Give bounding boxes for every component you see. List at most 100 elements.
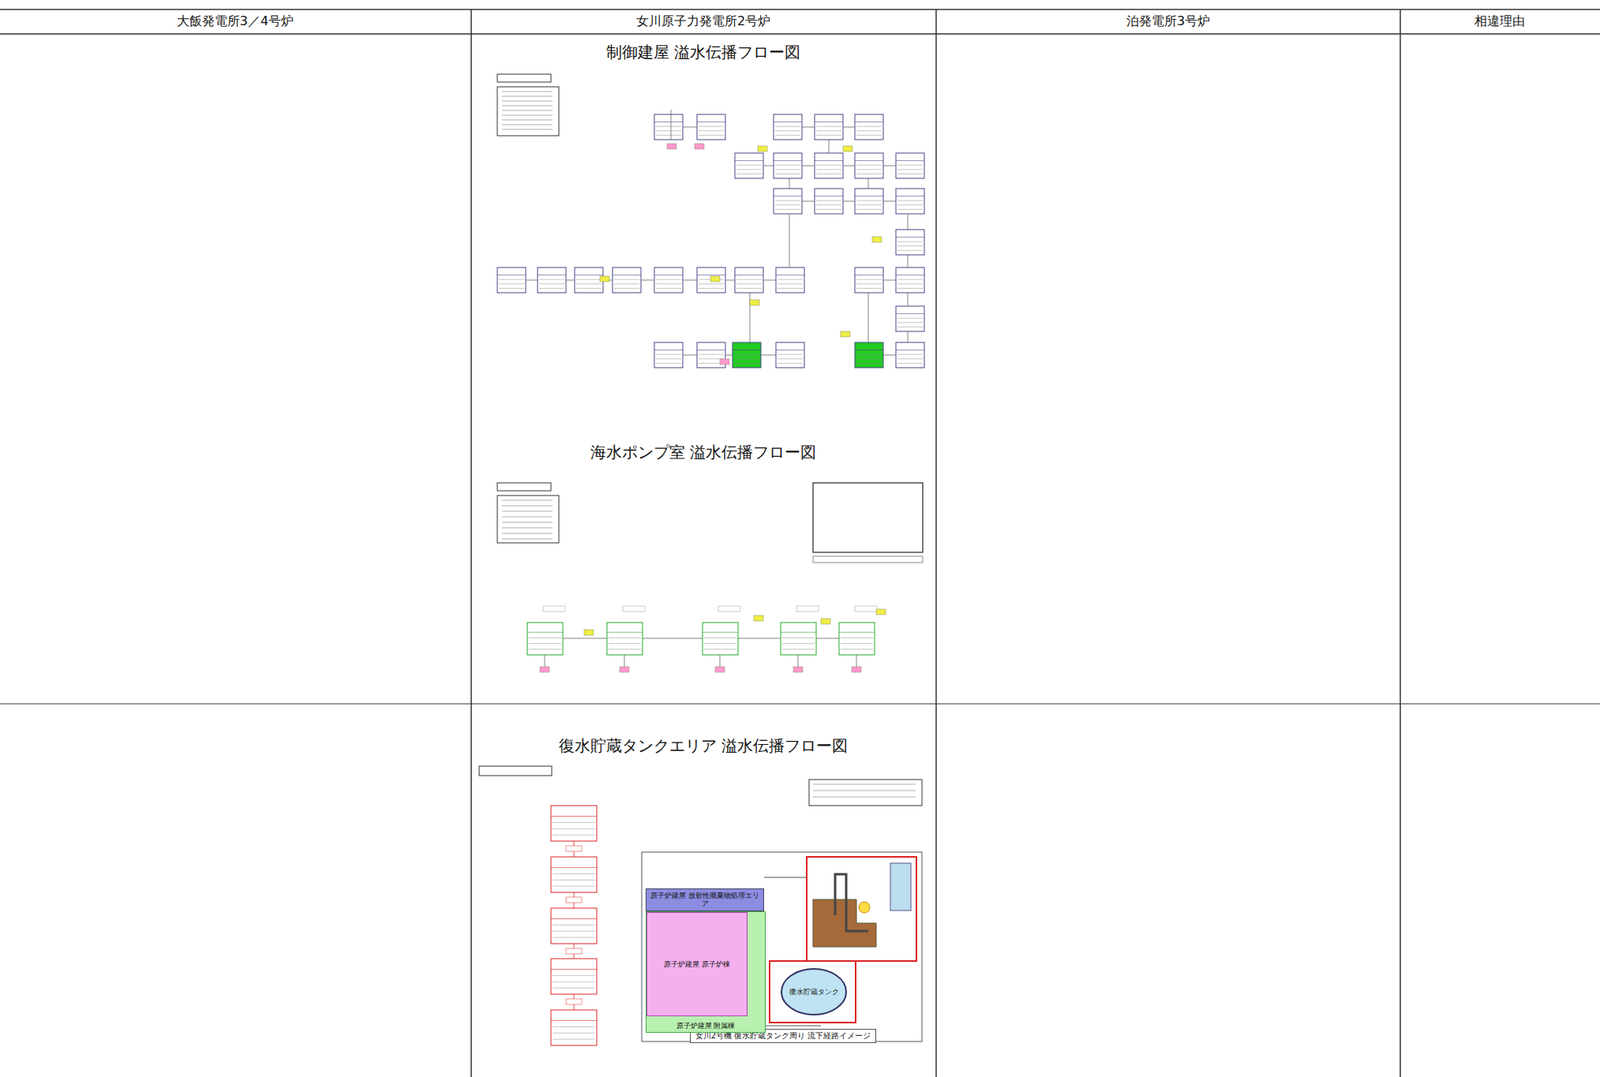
flow-stroke (798, 655, 799, 667)
flow-stroke (738, 638, 781, 640)
flow-box (854, 342, 884, 368)
flow-stroke (552, 988, 596, 990)
flow-stroke (502, 539, 553, 540)
flow-stroke (654, 121, 683, 123)
flow-tag (715, 666, 725, 673)
flow-box (734, 267, 764, 293)
flow-stroke (698, 283, 724, 285)
flow-stroke (897, 358, 923, 360)
flow-stroke (502, 119, 553, 121)
flow-stroke (698, 354, 724, 356)
legend-box (479, 74, 923, 806)
flow-box (839, 622, 875, 656)
flow-stroke (760, 355, 776, 356)
flow-stroke (856, 126, 882, 128)
flow-stroke (775, 349, 805, 351)
flow-box (612, 267, 641, 293)
flow-stroke (816, 209, 842, 210)
flow-stroke (775, 130, 801, 132)
flow-stroke (897, 288, 923, 289)
flow-stroke (608, 637, 641, 639)
flow-stroke (897, 354, 923, 356)
flow-stroke (702, 632, 739, 634)
flow-tag (793, 666, 803, 673)
flow-stroke (682, 355, 697, 356)
flow-stroke (552, 835, 596, 836)
tank-illustration (641, 852, 922, 1042)
flow-stroke (895, 236, 925, 238)
building-area: 原子炉建屋 原子炉棟 (646, 912, 748, 1017)
flow-stroke (736, 164, 762, 166)
flow-stroke (843, 165, 855, 167)
flow-stroke (574, 274, 604, 276)
flow-stroke (552, 1039, 596, 1041)
flow-tag (718, 606, 741, 612)
flow-stroke (897, 209, 923, 210)
flow-stroke (528, 637, 562, 639)
flow-stroke (502, 511, 553, 513)
flow-stroke (897, 250, 923, 252)
flow-tag (619, 666, 630, 673)
flow-stroke (814, 121, 844, 123)
building-area: 原子炉建屋 附属棟原子炉建屋 原子炉棟 (645, 911, 766, 1034)
flow-stroke (801, 201, 815, 203)
flow-stroke (682, 127, 697, 128)
flow-stroke (883, 280, 896, 282)
flow-stroke (640, 280, 655, 282)
flow-stroke (502, 105, 553, 107)
flow-stroke (552, 925, 596, 926)
flow-stroke (502, 115, 553, 117)
flow-stroke (544, 655, 546, 667)
flow-stroke (539, 288, 565, 289)
flow-stroke (502, 124, 553, 126)
flow-stroke (814, 160, 844, 162)
flow-tag (753, 615, 764, 622)
flow-stroke (552, 981, 596, 983)
flow-stroke (565, 280, 575, 282)
flow-stroke (897, 204, 923, 206)
flow-tag (820, 618, 831, 625)
flow-stroke (502, 522, 553, 524)
flow-stroke (856, 168, 882, 170)
flow-box (734, 153, 764, 179)
flow-stroke (550, 969, 597, 971)
flow-stroke (655, 130, 682, 132)
flow-stroke (856, 200, 882, 202)
flow-stroke (816, 130, 842, 132)
flow-stroke (698, 288, 724, 289)
flow-box (497, 267, 526, 293)
flow-stroke (655, 279, 682, 281)
flow-stroke (897, 168, 923, 170)
flow-stroke (789, 214, 791, 268)
flow-box (895, 306, 925, 332)
flow-stroke (895, 160, 925, 162)
area-label: 復水貯蔵タンク (786, 985, 843, 999)
flow-box (854, 188, 884, 214)
flow-stroke (642, 638, 703, 640)
flow-stroke (614, 288, 640, 289)
flow-stroke (655, 354, 682, 356)
flow-box (775, 267, 805, 293)
flow-stroke (655, 134, 682, 136)
flow-stroke (704, 637, 737, 639)
flow-stroke (816, 126, 842, 128)
flow-stroke (854, 195, 884, 197)
flow-stroke (895, 274, 925, 276)
flow-tag (796, 606, 819, 612)
flow-box (550, 1010, 597, 1046)
flow-stroke (773, 195, 802, 197)
flow-stroke (552, 886, 596, 888)
flow-stroke (539, 279, 565, 281)
flow-stroke (897, 322, 923, 323)
flow-stroke (763, 165, 774, 167)
flow-stroke (782, 648, 815, 650)
flow-box (654, 267, 683, 293)
flow-stroke (576, 279, 602, 281)
flow-box (895, 229, 925, 255)
flow-stroke (840, 637, 874, 639)
flow-stroke (655, 363, 682, 364)
flow-tag (666, 143, 677, 150)
flow-stroke (856, 655, 858, 667)
